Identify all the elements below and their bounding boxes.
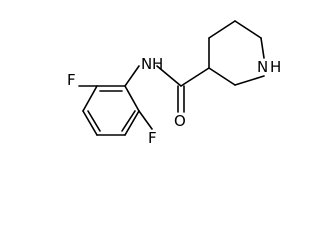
piperidine-bond-n1-c2 xyxy=(234,75,265,86)
aryl-double-bond-inner-2 xyxy=(121,110,136,132)
bond-aryl-to-amide-nitrogen xyxy=(124,65,140,87)
aryl-double-bond-inner-3 xyxy=(87,110,101,132)
piperidine-bond-c4-c5 xyxy=(208,20,236,39)
ring-hydrogen-label: H xyxy=(270,58,281,76)
aryl-bond-c5-c6 xyxy=(82,110,98,136)
ring-nitrogen-label: N xyxy=(257,58,268,76)
amide-hydrogen-label: H xyxy=(152,55,163,73)
fluorine-top-label: F xyxy=(67,71,76,89)
difluorophenyl-ring xyxy=(82,85,140,136)
fluorine-bottom-label: F xyxy=(148,129,157,147)
aryl-bond-c2-c3 xyxy=(124,85,140,112)
carbonyl-oxygen-label: O xyxy=(174,112,186,130)
piperidine-ring xyxy=(208,20,265,86)
molecule-structure: F F N H O N H xyxy=(67,20,281,147)
bond-amide-nitrogen-to-carbonyl xyxy=(156,65,182,87)
bond-aryl-to-fluorine-bottom xyxy=(138,110,153,130)
piperidine-bond-c2-c3 xyxy=(208,67,236,86)
piperidine-bond-c6-n1 xyxy=(260,37,265,59)
bond-carbonyl-to-piperidine xyxy=(180,67,210,87)
aryl-bond-c6-c1 xyxy=(82,85,98,112)
aryl-bond-c3-c4 xyxy=(124,110,140,136)
amide-nitrogen-label: N xyxy=(141,55,152,73)
piperidine-bond-c5-c6 xyxy=(234,20,262,39)
